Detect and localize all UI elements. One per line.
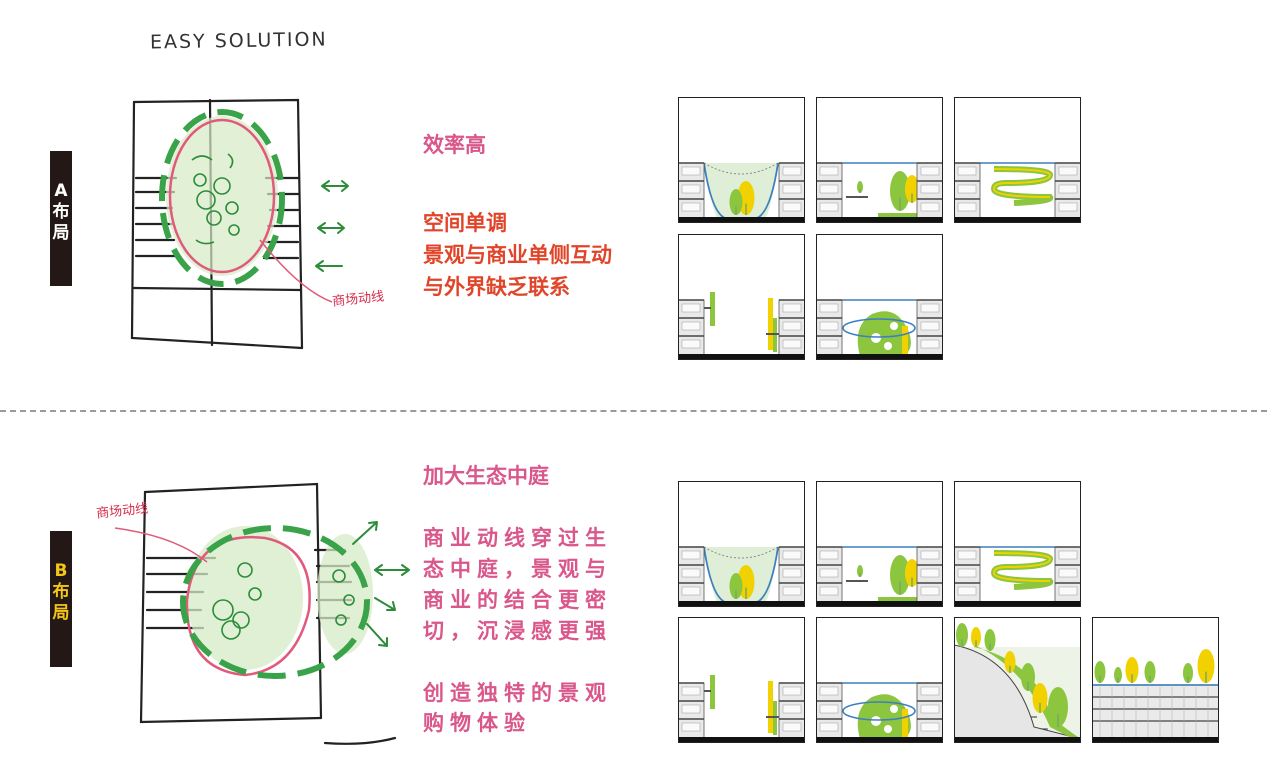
sketch-title: EASY SOLUTION (150, 28, 328, 53)
section-panel (678, 617, 805, 743)
tag-letter: A (50, 181, 72, 202)
tag-char: 布 (50, 202, 72, 223)
section-panel (678, 97, 805, 223)
section-panel (678, 481, 805, 607)
layout-b-paragraph-line: 切，沉浸感更强 (423, 614, 612, 648)
section-panel (954, 481, 1081, 607)
section-panel (954, 617, 1081, 743)
layout-b-closing-line: 创造独特的景观 (423, 676, 612, 710)
tag-char: 局 (50, 223, 72, 244)
section-panel (954, 97, 1081, 223)
layout-a-line: 景观与商业单侧互动 (423, 238, 612, 272)
layout-b-paragraph-line: 商业的结合更密 (423, 583, 612, 617)
section-panel (1092, 617, 1219, 743)
section-panel (678, 234, 805, 360)
section-panel (816, 481, 943, 607)
section-divider (0, 410, 1267, 412)
section-panel (816, 617, 943, 743)
section-panel (816, 234, 943, 360)
tag-char: 布 (50, 582, 72, 603)
layout-b-heading: 加大生态中庭 (423, 459, 549, 493)
layout-a-heading: 效率高 (423, 128, 486, 162)
layout-b-tag: B 布 局 (50, 531, 72, 667)
layout-b-closing-line: 购物体验 (423, 706, 531, 740)
layout-b-paragraph-line: 商业动线穿过生 (423, 521, 612, 555)
layout-a-line: 与外界缺乏联系 (423, 270, 570, 304)
section-panel (816, 97, 943, 223)
layout-a-line: 空间单调 (423, 206, 507, 240)
layout-b-paragraph-line: 态中庭，景观与 (423, 552, 612, 586)
tag-char: 局 (50, 603, 72, 624)
layout-a-sketch (110, 90, 420, 360)
tag-letter: B (50, 561, 72, 582)
layout-a-tag: A 布 局 (50, 151, 72, 286)
